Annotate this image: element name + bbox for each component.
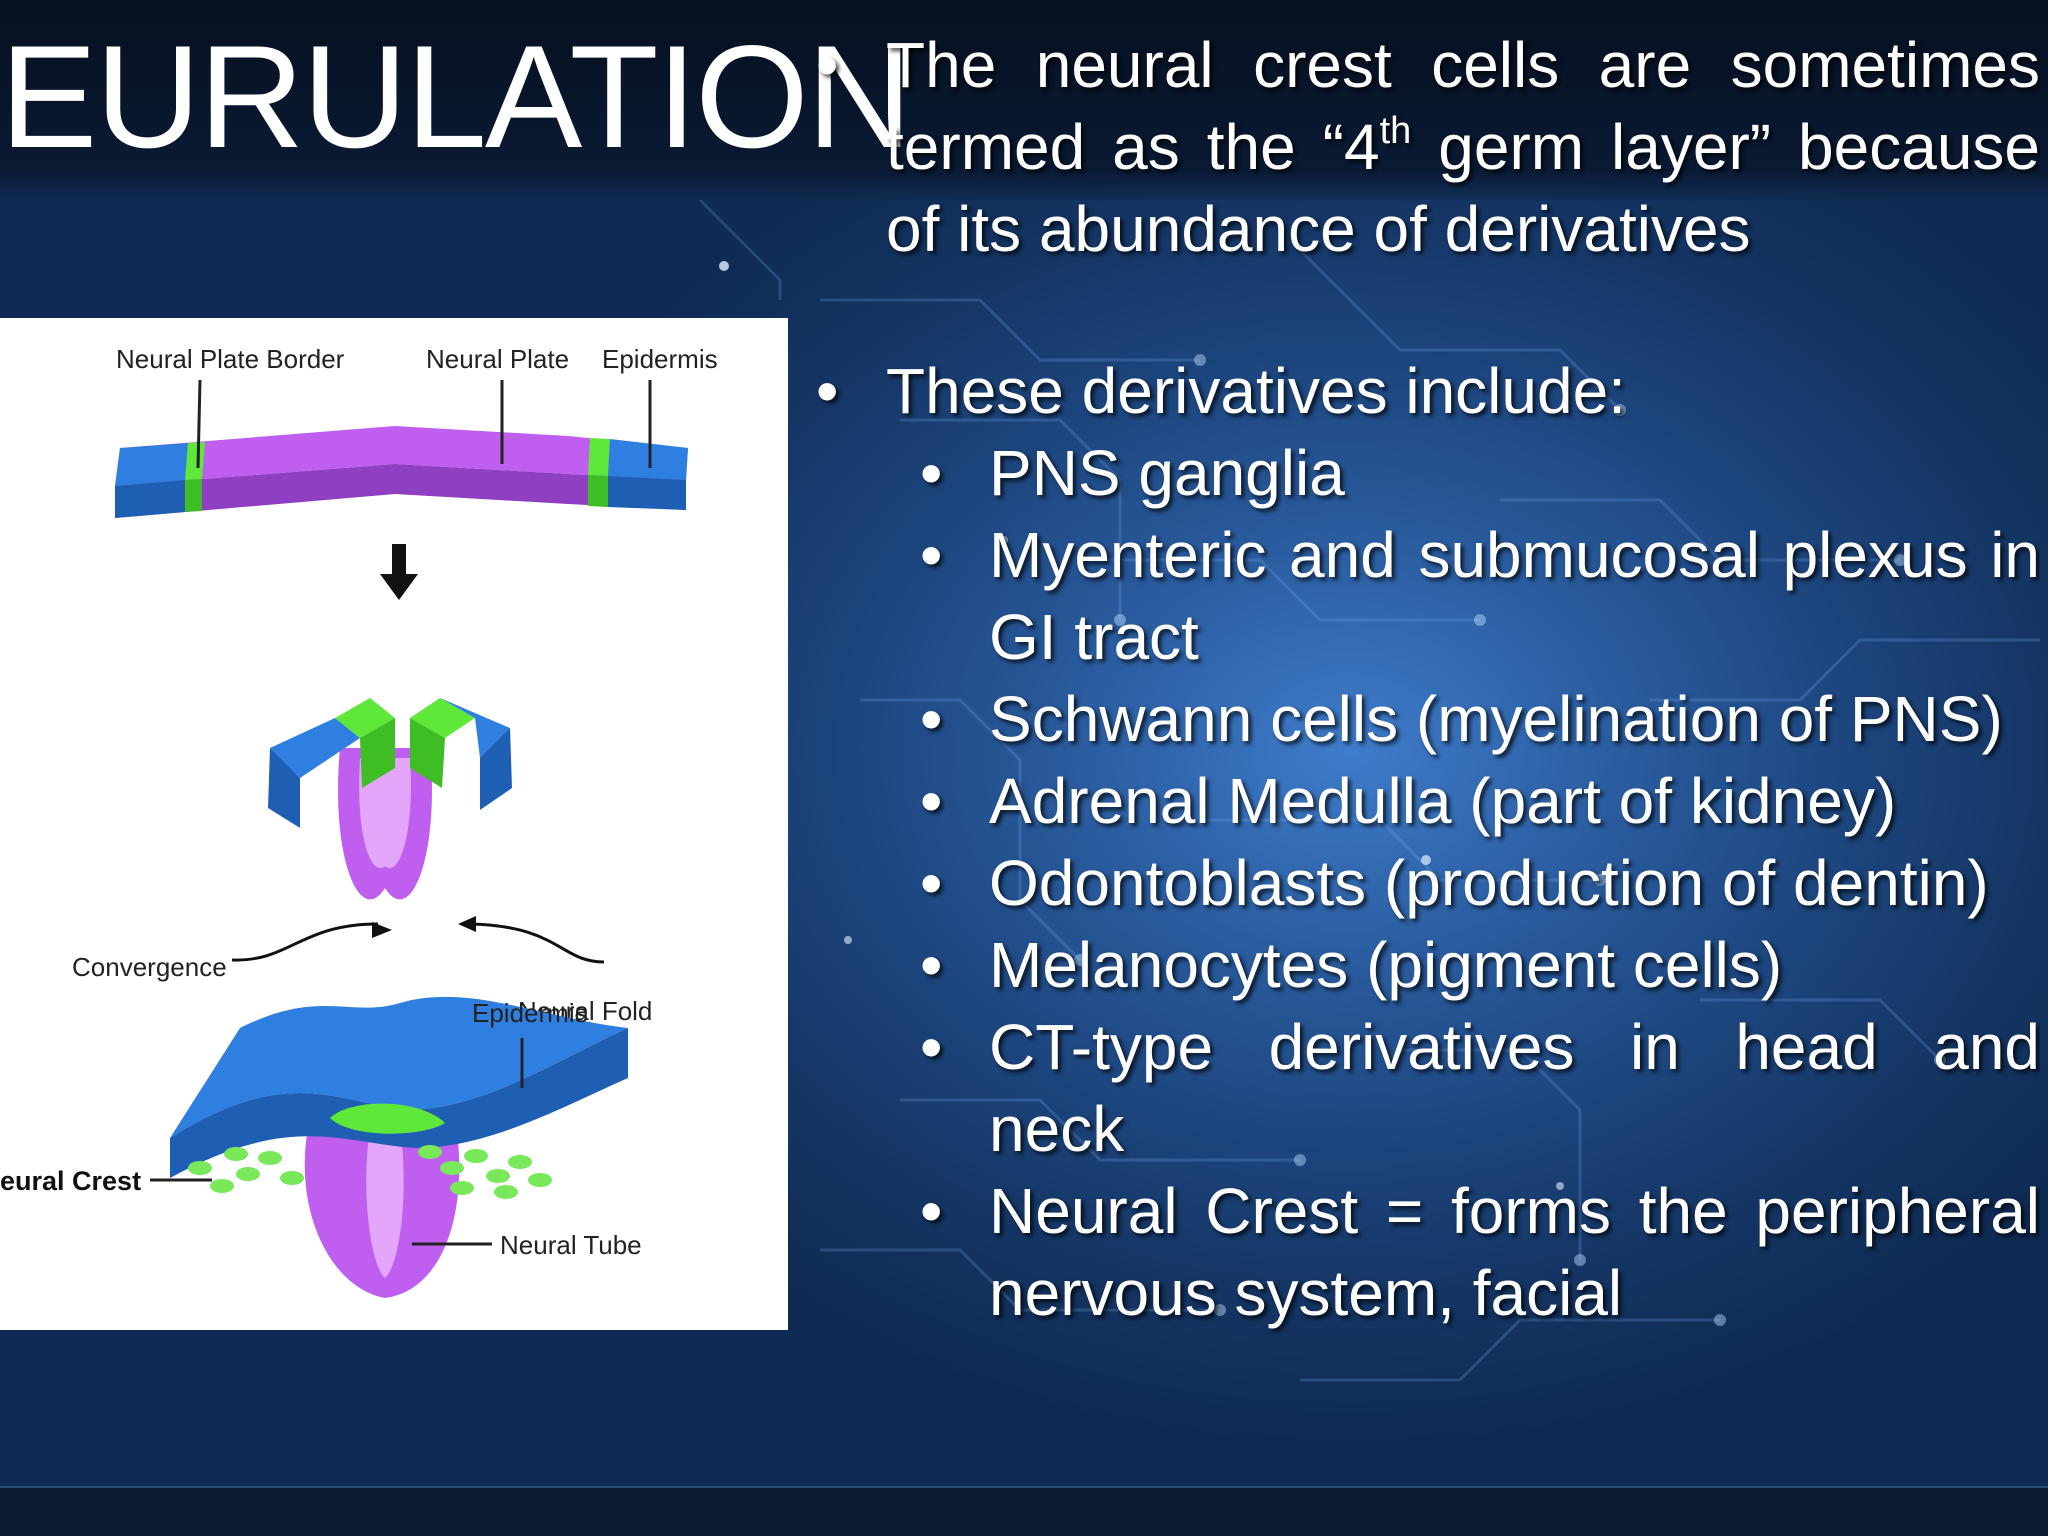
label-neural-crest: eural Crest [0,1166,141,1196]
sub-bullet-icon: • [920,765,943,837]
crest-cell [486,1169,510,1183]
bullet-derivatives-heading: • These derivatives include: [816,350,2040,432]
neurulation-diagram: Neural Plate Border Neural Plate Epiderm… [0,344,718,1298]
slide-title: EURULATION [0,15,912,178]
neurulation-figure: Neural Plate Border Neural Plate Epiderm… [0,318,788,1330]
crest-cell [224,1147,248,1161]
crest-cell [450,1181,474,1195]
intro-text-pre: The neural crest cells are sometimes ter… [886,29,2040,183]
crest-cell [494,1185,518,1199]
label-convergence: Convergence [72,952,227,982]
list-item-text: Adrenal Medulla (part of kidney) [989,765,1897,837]
crest-cell [464,1149,488,1163]
neural-tube-stage [150,996,628,1298]
label-neural-plate: Neural Plate [426,344,569,374]
sub-bullet-icon: • [920,683,943,755]
list-item-text: Neural Crest = forms the peripheral nerv… [989,1175,2040,1329]
list-item-text: Schwann cells (myelination of PNS) [989,683,2003,755]
list-item-text: CT-type derivatives in head and neck [989,1011,2040,1165]
list-item: • Melanocytes (pigment cells) [816,924,2040,1006]
intro-superscript: th [1379,109,1412,152]
sub-bullet-icon: • [920,929,943,1001]
down-arrow-icon [380,544,418,600]
list-item-text: Myenteric and submucosal plexus in GI tr… [989,519,2040,673]
sub-bullet-icon: • [920,1011,943,1083]
list-item: • Schwann cells (myelination of PNS) [816,678,2040,760]
neural-fold-stage [231,698,605,1012]
crest-cell [210,1179,234,1193]
bullet-list: • The neural crest cells are sometimes t… [816,24,2040,1334]
crest-cell [258,1151,282,1165]
bullet-icon: • [816,355,839,427]
list-item: • Odontoblasts (production of dentin) [816,842,2040,924]
list-gap [816,270,2040,350]
list-item: • Adrenal Medulla (part of kidney) [816,760,2040,842]
list-item-text: Odontoblasts (production of dentin) [989,847,1989,919]
list-item: • PNS ganglia [816,432,2040,514]
list-item: • CT-type derivatives in head and neck [816,1006,2040,1170]
label-epidermis-top: Epidermis [602,344,718,374]
list-item-text: Melanocytes (pigment cells) [989,929,1783,1001]
crest-cell [440,1161,464,1175]
crest-cell [528,1173,552,1187]
crest-cell [508,1155,532,1169]
bullet-icon: • [816,29,839,101]
label-neural-plate-border: Neural Plate Border [116,344,345,374]
title-band [0,0,2048,200]
sub-bullet-icon: • [920,519,943,591]
crest-cell [418,1145,442,1159]
intro-text-post: germ layer” because of its abundance of … [886,111,2040,265]
sub-bullet-icon: • [920,1175,943,1247]
sub-bullet-icon: • [920,437,943,509]
label-neural-tube: Neural Tube [500,1230,642,1260]
crest-cell [280,1171,304,1185]
label-epidermis-bottom: Epidermis [472,998,588,1028]
sub-bullet-icon: • [920,847,943,919]
neural-plate-stage [115,379,688,518]
slide-body: • The neural crest cells are sometimes t… [816,24,2040,1536]
list-item-text: PNS ganglia [989,437,1345,509]
crest-cell [236,1167,260,1181]
bullet-intro: • The neural crest cells are sometimes t… [816,24,2040,270]
list-item: • Myenteric and submucosal plexus in GI t… [816,514,2040,678]
crest-cell [188,1161,212,1175]
footer-band [0,1486,2048,1536]
list-item: • Neural Crest = forms the peripheral ner… [816,1170,2040,1334]
derivatives-heading: These derivatives include: [886,355,1626,427]
